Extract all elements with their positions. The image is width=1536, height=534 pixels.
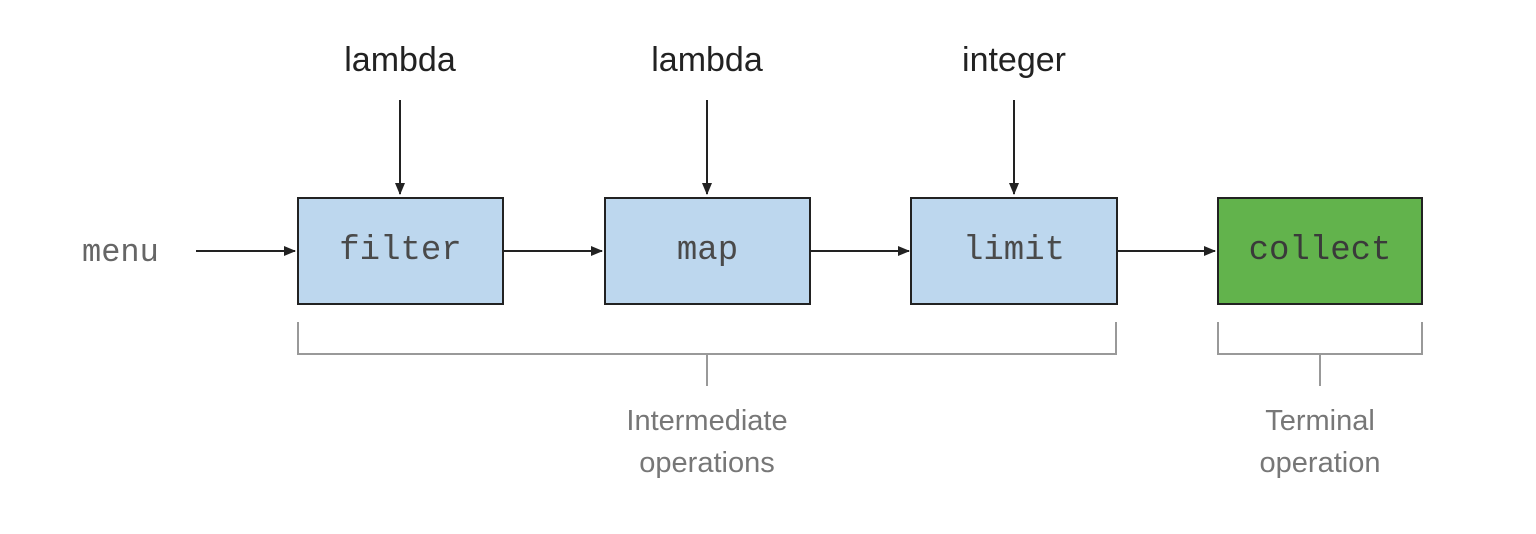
intermediate-bracket [297, 322, 1117, 386]
map-label: map [676, 232, 739, 270]
limit-label: limit [962, 232, 1066, 270]
map-box: map [604, 197, 811, 305]
filter-box: filter [297, 197, 504, 305]
limit-input-label: integer [962, 41, 1066, 79]
map-input-label: lambda [651, 41, 763, 79]
terminal-operation-label: Terminal operation [1210, 400, 1430, 484]
terminal-bracket [1217, 322, 1423, 386]
limit-box: limit [910, 197, 1118, 305]
terminal-label-line2: operation [1259, 447, 1381, 479]
collect-box: collect [1217, 197, 1423, 305]
collect-label: collect [1248, 232, 1392, 270]
source-label: menu [82, 234, 159, 271]
intermediate-label-line2: operations [639, 447, 775, 479]
filter-label: filter [339, 232, 462, 270]
intermediate-operations-label: Intermediate operations [577, 400, 837, 484]
filter-input-label: lambda [344, 41, 456, 79]
intermediate-label-line1: Intermediate [626, 405, 788, 437]
terminal-label-line1: Terminal [1265, 405, 1375, 437]
